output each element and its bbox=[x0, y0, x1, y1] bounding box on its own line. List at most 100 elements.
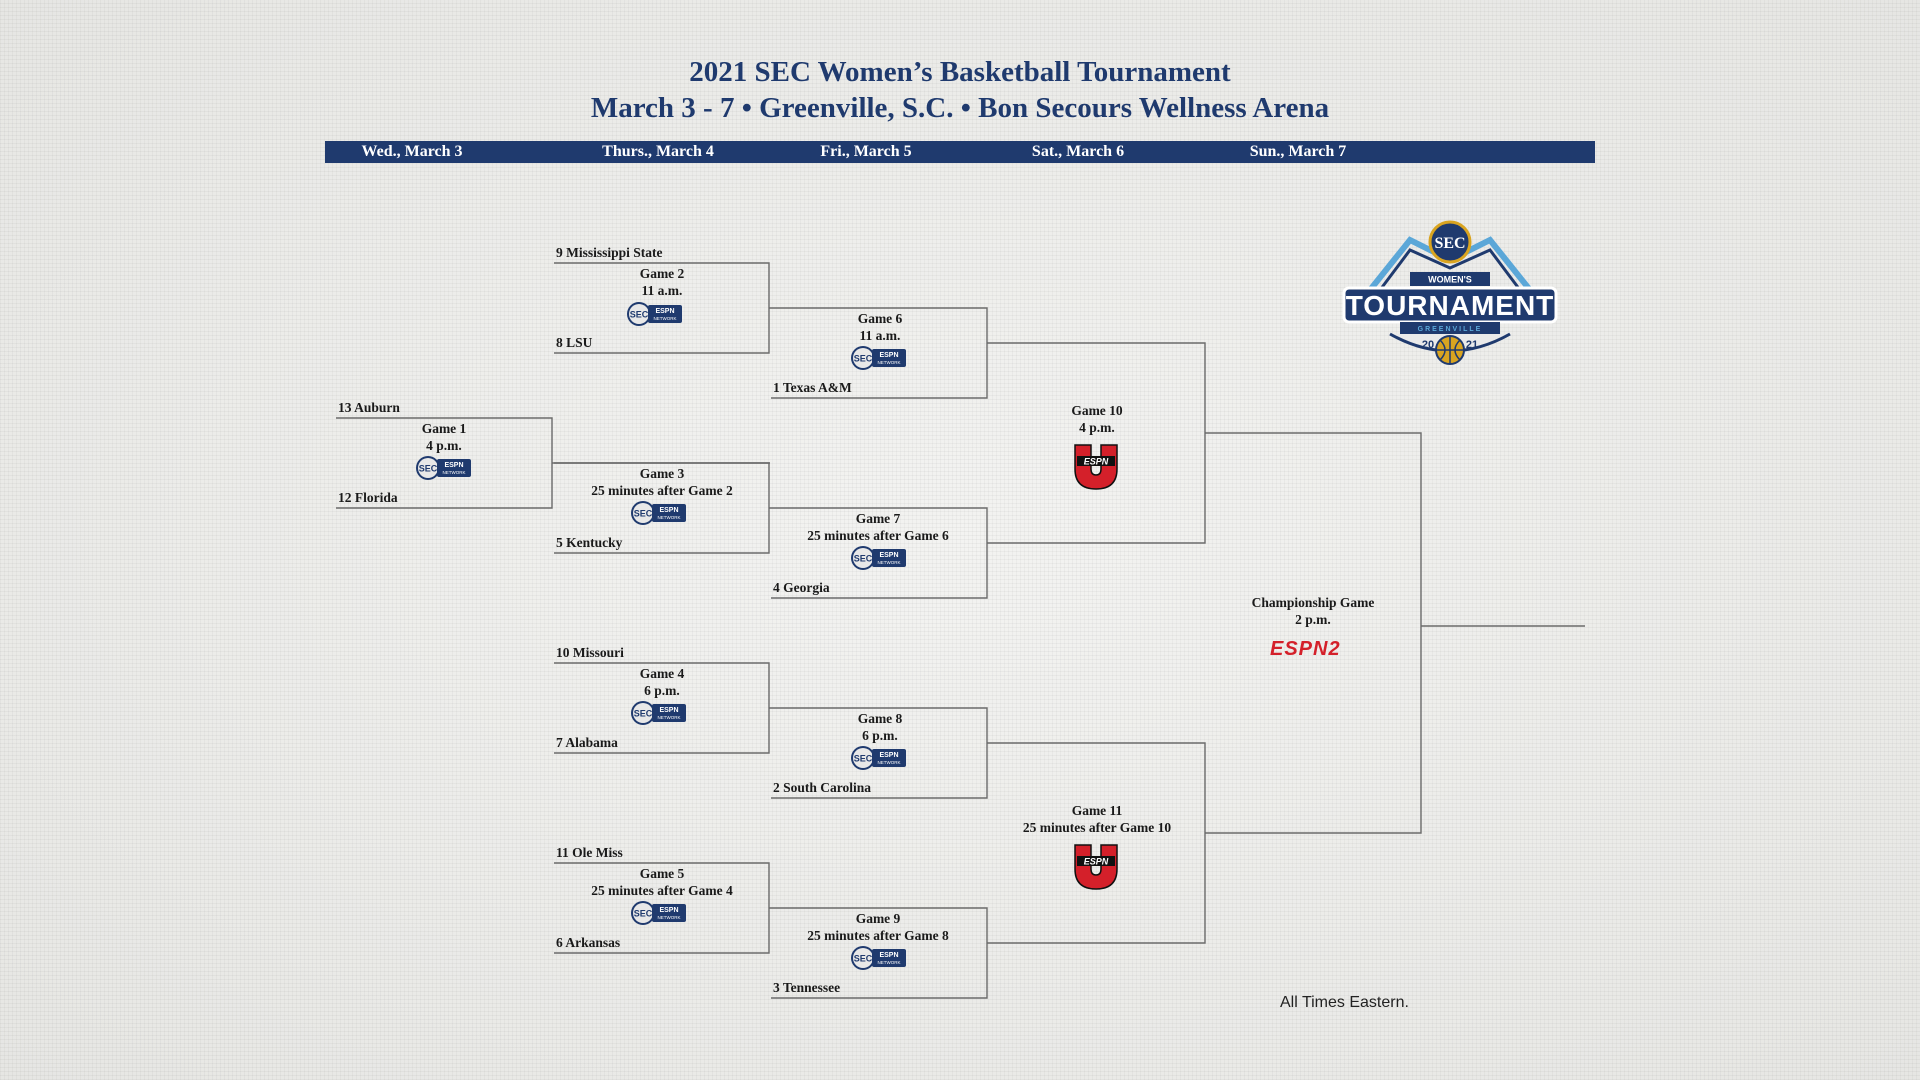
game-2-time: 11 a.m. bbox=[641, 283, 683, 298]
svg-text:ESPN: ESPN bbox=[659, 907, 678, 914]
team-1-texas-am: 1 Texas A&M bbox=[773, 380, 852, 395]
team-12-florida: 12 Florida bbox=[338, 490, 398, 505]
day-label-wed: Wed., March 3 bbox=[361, 143, 463, 160]
svg-text:SEC: SEC bbox=[630, 310, 649, 320]
svg-text:SEC: SEC bbox=[634, 509, 653, 519]
game-3-info: Game 3 25 minutes after Game 2 bbox=[562, 465, 762, 499]
game-3-time: 25 minutes after Game 2 bbox=[591, 483, 733, 498]
day-label-thu: Thurs., March 4 bbox=[602, 143, 714, 160]
team-4-georgia: 4 Georgia bbox=[773, 580, 830, 595]
team-11-ole-miss: 11 Ole Miss bbox=[556, 845, 623, 860]
bracket-game-10 bbox=[987, 342, 1206, 544]
svg-text:ESPN: ESPN bbox=[659, 507, 678, 514]
svg-text:ESPN: ESPN bbox=[1084, 857, 1109, 867]
bracket-championship bbox=[1205, 432, 1422, 834]
logo-year-left: 20 bbox=[1422, 339, 1434, 351]
footer-note: All Times Eastern. bbox=[1280, 994, 1409, 1011]
svg-text:SEC: SEC bbox=[854, 354, 873, 364]
team-8-lsu: 8 LSU bbox=[556, 335, 593, 350]
svg-text:ESPN: ESPN bbox=[659, 707, 678, 714]
team-5-kentucky: 5 Kentucky bbox=[556, 535, 623, 550]
game-5-info: Game 5 25 minutes after Game 4 bbox=[562, 865, 762, 899]
championship-info: Championship Game 2 p.m. bbox=[1233, 594, 1393, 628]
team-2-south-carolina: 2 South Carolina bbox=[773, 780, 872, 795]
svg-text:SEC: SEC bbox=[854, 554, 873, 564]
svg-text:NETWORK: NETWORK bbox=[878, 360, 901, 365]
svg-text:SEC: SEC bbox=[419, 464, 438, 474]
game-5-time: 25 minutes after Game 4 bbox=[591, 883, 733, 898]
svg-text:NETWORK: NETWORK bbox=[658, 515, 681, 520]
logo-main-text: TOURNAMENT bbox=[1346, 290, 1555, 321]
game-1-time: 4 p.m. bbox=[426, 438, 462, 453]
game-9-name: Game 9 bbox=[855, 911, 901, 926]
svg-text:ESPN: ESPN bbox=[879, 352, 898, 359]
game-10-time: 4 p.m. bbox=[1079, 420, 1115, 435]
logo-city-text: GREENVILLE bbox=[1418, 326, 1483, 333]
logo-sec-text: SEC bbox=[1434, 235, 1465, 252]
game-7-name: Game 7 bbox=[855, 511, 901, 526]
day-label-sat: Sat., March 6 bbox=[1031, 143, 1125, 160]
game-2-info: Game 2 11 a.m. bbox=[582, 265, 742, 299]
svg-text:ESPN: ESPN bbox=[444, 462, 463, 469]
svg-text:ESPN: ESPN bbox=[1084, 457, 1109, 467]
game-11-info: Game 11 25 minutes after Game 10 bbox=[997, 802, 1197, 836]
svg-text:NETWORK: NETWORK bbox=[658, 915, 681, 920]
svg-text:SEC: SEC bbox=[854, 754, 873, 764]
game-4-time: 6 p.m. bbox=[644, 683, 680, 698]
espn2-logo: ESPN2 bbox=[1270, 638, 1341, 660]
game-1-name: Game 1 bbox=[421, 421, 467, 436]
svg-text:NETWORK: NETWORK bbox=[443, 470, 466, 475]
bracket-game-11 bbox=[987, 742, 1206, 944]
game-6-time: 11 a.m. bbox=[859, 328, 901, 343]
svg-text:NETWORK: NETWORK bbox=[658, 715, 681, 720]
game-4-info: Game 4 6 p.m. bbox=[582, 665, 742, 699]
game-2-name: Game 2 bbox=[639, 266, 685, 281]
sec-womens-tournament-logo: SEC WOMEN'S TOURNAMENT GREENVILLE 20 21 bbox=[1342, 220, 1558, 365]
game-6-info: Game 6 11 a.m. bbox=[800, 310, 960, 344]
championship-time: 2 p.m. bbox=[1295, 612, 1331, 627]
bracket-game-6 bbox=[769, 307, 988, 399]
game-7-info: Game 7 25 minutes after Game 6 bbox=[778, 510, 978, 544]
espnu-logo-game-10: ESPN bbox=[1074, 444, 1118, 490]
game-11-name: Game 11 bbox=[1071, 803, 1123, 818]
game-8-name: Game 8 bbox=[857, 711, 903, 726]
logo-year-right: 21 bbox=[1466, 339, 1478, 351]
game-7-time: 25 minutes after Game 6 bbox=[807, 528, 949, 543]
page-title: 2021 SEC Women’s Basketball Tournament bbox=[689, 56, 1231, 88]
svg-text:ESPN: ESPN bbox=[879, 752, 898, 759]
bracket-game-9 bbox=[769, 907, 988, 999]
bracket-game-7 bbox=[769, 507, 988, 599]
team-9-mississippi-state: 9 Mississippi State bbox=[556, 245, 663, 260]
day-label-sun: Sun., March 7 bbox=[1249, 143, 1347, 160]
day-label-fri: Fri., March 5 bbox=[820, 143, 912, 160]
bracket-game-8 bbox=[769, 707, 988, 799]
logo-ribbon-text: WOMEN'S bbox=[1428, 275, 1472, 285]
svg-text:NETWORK: NETWORK bbox=[878, 960, 901, 965]
svg-text:ESPN: ESPN bbox=[879, 552, 898, 559]
game-10-info: Game 10 4 p.m. bbox=[1017, 402, 1177, 436]
game-4-name: Game 4 bbox=[639, 666, 685, 681]
page-subtitle: March 3 - 7 • Greenville, S.C. • Bon Sec… bbox=[590, 92, 1330, 124]
game-1-info: Game 1 4 p.m. bbox=[364, 420, 524, 454]
svg-text:SEC: SEC bbox=[634, 709, 653, 719]
game-3-name: Game 3 bbox=[639, 466, 685, 481]
team-13-auburn: 13 Auburn bbox=[338, 400, 400, 415]
svg-text:SEC: SEC bbox=[634, 909, 653, 919]
team-6-arkansas: 6 Arkansas bbox=[556, 935, 621, 950]
team-7-alabama: 7 Alabama bbox=[556, 735, 618, 750]
svg-text:NETWORK: NETWORK bbox=[654, 316, 677, 321]
game-9-time: 25 minutes after Game 8 bbox=[807, 928, 949, 943]
championship-name: Championship Game bbox=[1251, 595, 1375, 610]
svg-text:NETWORK: NETWORK bbox=[878, 760, 901, 765]
game-11-time: 25 minutes after Game 10 bbox=[1022, 820, 1172, 835]
